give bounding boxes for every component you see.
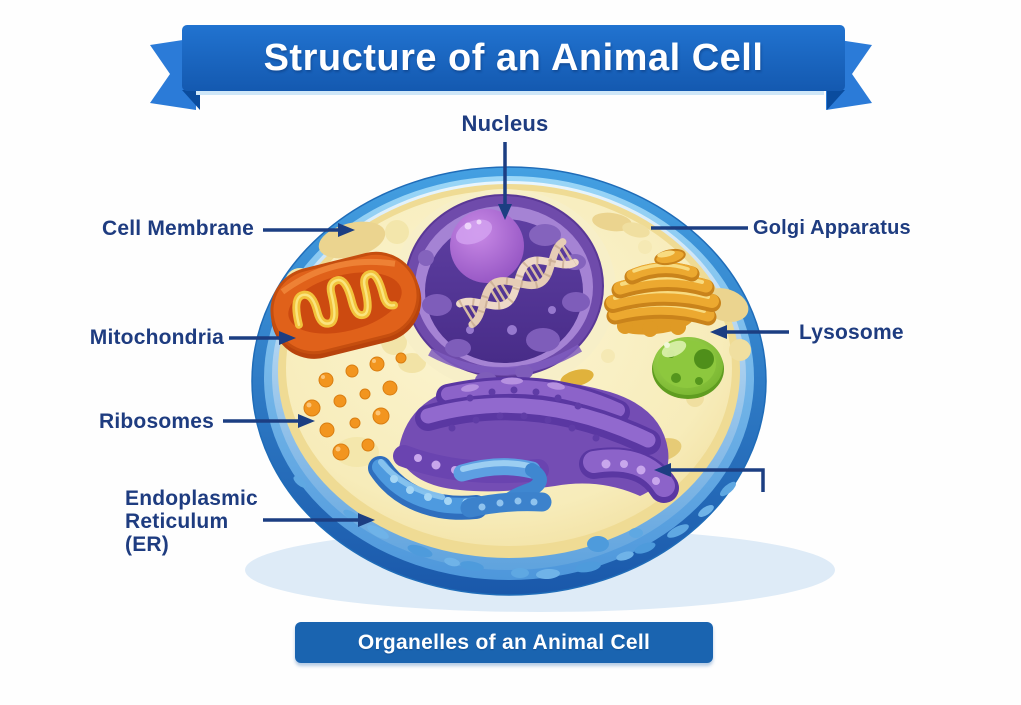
mitochondria bbox=[270, 251, 422, 359]
endoplasmic-reticulum bbox=[368, 376, 679, 520]
ribosomes-arrow bbox=[223, 414, 315, 428]
ribbon-fold-right bbox=[827, 90, 845, 110]
nucleus-chromatin-spots bbox=[418, 224, 590, 388]
nucleus-arrow bbox=[498, 142, 512, 220]
ribosomes bbox=[303, 352, 407, 461]
smooth-er-tubes bbox=[368, 456, 552, 520]
ribbon-fold-left bbox=[182, 90, 200, 110]
label-endoplasmic-reticulum: Endoplasmic Reticulum (ER) bbox=[125, 487, 258, 556]
lysosome-arrow bbox=[710, 325, 789, 339]
page-title: Structure of an Animal Cell bbox=[263, 36, 764, 79]
label-mitochondria: Mitochondria bbox=[89, 326, 224, 349]
caption-banner: Organelles of an Animal Cell bbox=[295, 622, 713, 663]
ribbon-band bbox=[182, 25, 845, 91]
er-dots-dark bbox=[448, 386, 600, 442]
label-lysosome: Lysosome bbox=[799, 321, 904, 344]
label-cell-membrane: Cell Membrane bbox=[102, 217, 254, 240]
membrane-dashes bbox=[293, 476, 736, 580]
label-ribosomes: Ribosomes bbox=[99, 410, 214, 433]
er-arrow bbox=[263, 513, 375, 527]
er-right-arrow bbox=[654, 463, 765, 492]
mitochondria-arrow bbox=[229, 331, 296, 345]
cell-membrane-arrow bbox=[263, 223, 355, 237]
nucleolus bbox=[450, 209, 524, 283]
caption-text: Organelles of an Animal Cell bbox=[357, 630, 651, 654]
golgi-apparatus bbox=[604, 248, 721, 337]
nucleus bbox=[392, 189, 616, 391]
arrows bbox=[223, 142, 789, 527]
title-ribbon bbox=[150, 25, 872, 110]
lysosome bbox=[652, 337, 724, 399]
label-golgi-apparatus: Golgi Apparatus bbox=[753, 217, 911, 239]
label-nucleus: Nucleus bbox=[461, 111, 549, 136]
dna-helix bbox=[456, 238, 579, 329]
